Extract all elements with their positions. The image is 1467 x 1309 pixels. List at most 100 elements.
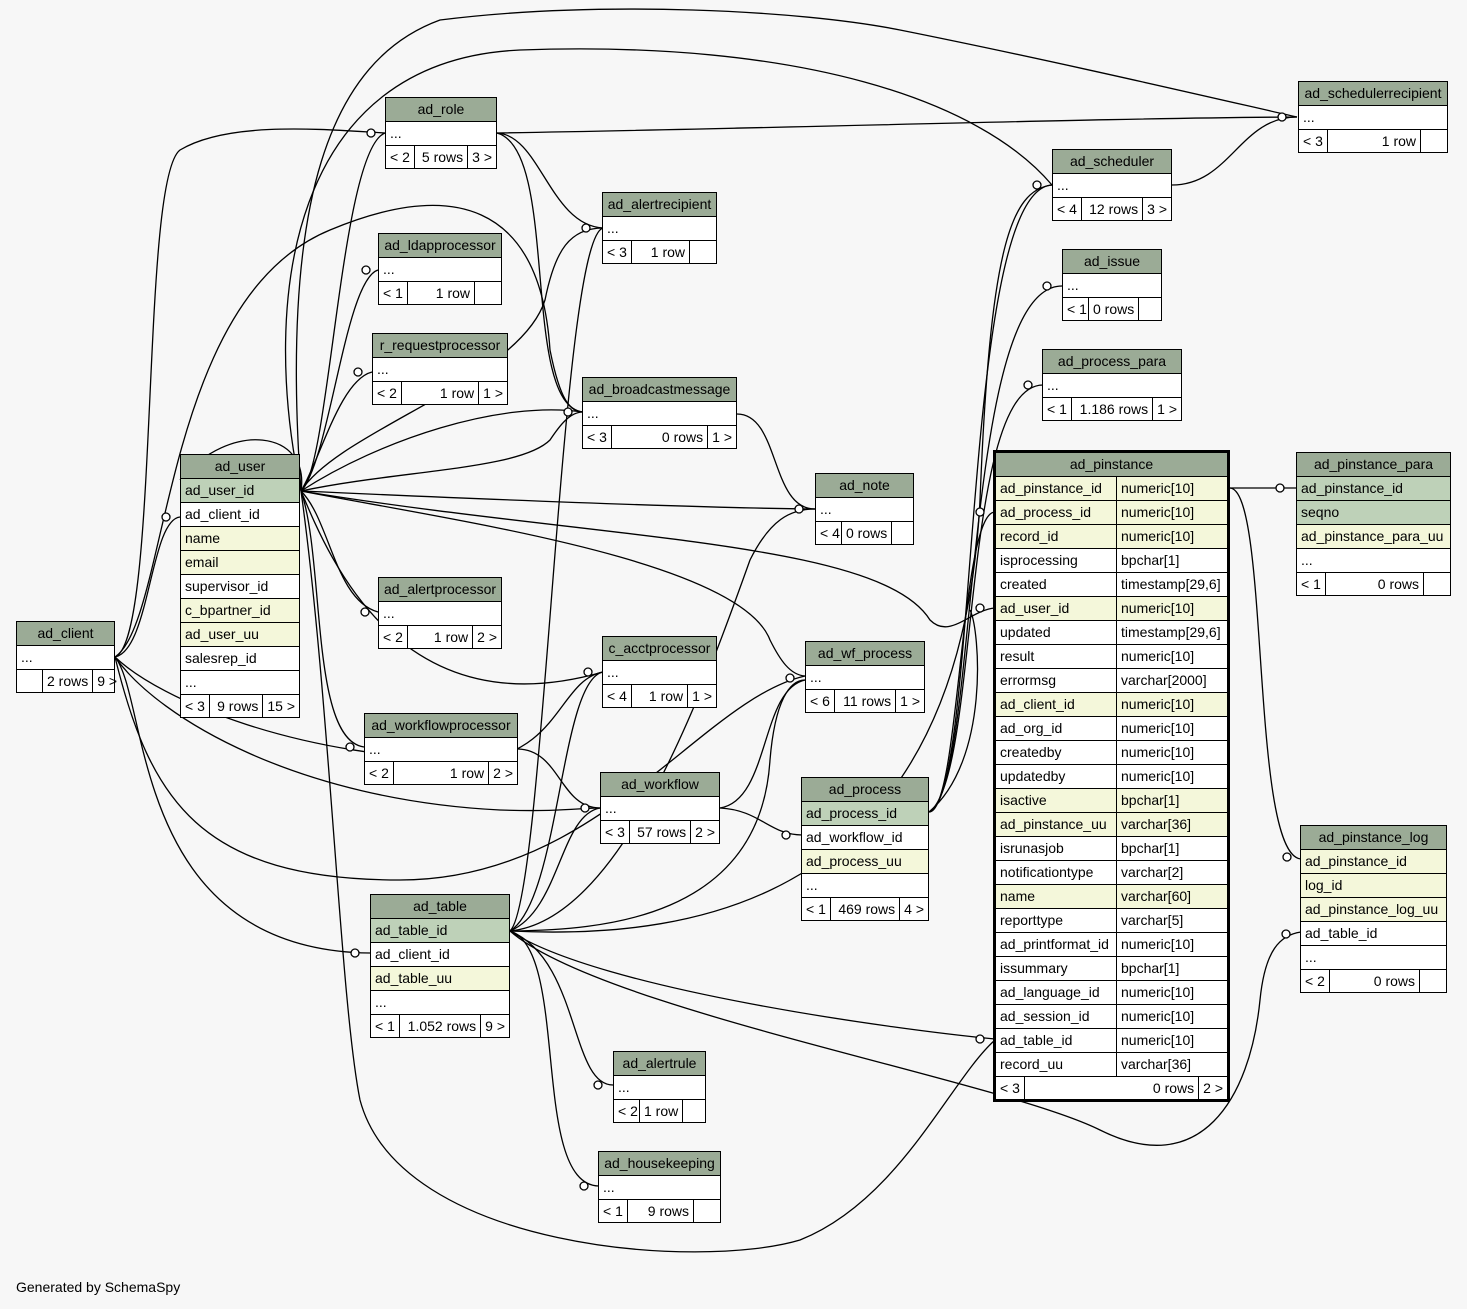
parents-link[interactable]: < 2 [614, 1100, 640, 1122]
children-link[interactable]: 1 > [1157, 401, 1177, 417]
parents-link[interactable]: < 1 [379, 282, 408, 304]
children-link[interactable] [694, 1200, 720, 1222]
column-row: supervisor_id [181, 575, 299, 599]
row-count: 0 rows [842, 522, 893, 544]
children-link[interactable] [1424, 573, 1450, 595]
children-link[interactable]: 2 > [477, 629, 497, 645]
column-row: ... [614, 1076, 705, 1100]
children-link[interactable]: 9 > [485, 1018, 505, 1034]
children-link[interactable]: 15 > [267, 698, 295, 714]
column-name: ad_client_id [375, 946, 450, 962]
column-name: ... [806, 877, 818, 893]
parents-link[interactable]: < 2 [386, 146, 415, 168]
parents-link[interactable] [17, 670, 43, 692]
children-link[interactable] [690, 241, 716, 263]
parents-link[interactable]: < 1 [371, 1015, 400, 1037]
column-name: ad_user_uu [185, 626, 259, 642]
parents-link[interactable]: < 2 [373, 382, 402, 404]
children-link[interactable]: 2 > [1203, 1080, 1223, 1096]
children-link[interactable] [1420, 970, 1446, 992]
parents-link[interactable]: < 1 [1043, 398, 1072, 420]
parents-link[interactable]: < 2 [365, 762, 394, 784]
children-link[interactable] [1421, 130, 1447, 152]
parents-link[interactable]: < 3 [601, 821, 630, 843]
column-name: ad_table_uu [375, 970, 453, 986]
parents-link[interactable]: < 3 [583, 426, 612, 448]
column-row: c_bpartner_id [181, 599, 299, 623]
parents-link[interactable]: < 3 [996, 1077, 1025, 1099]
column-type: bpchar[1] [1116, 789, 1227, 812]
parents-link[interactable]: < 3 [181, 695, 210, 717]
parents-link[interactable]: < 1 [1063, 298, 1089, 320]
column-row: ... [802, 874, 928, 898]
parents-link[interactable]: < 4 [1053, 198, 1082, 220]
column-name: ad_pinstance_id [1305, 853, 1407, 869]
parents-link[interactable]: < 3 [603, 241, 632, 263]
children-link[interactable]: 3 > [1147, 201, 1167, 217]
column-name: isactive [1000, 792, 1047, 808]
children-link[interactable] [892, 522, 918, 544]
column-type: varchar[36] [1116, 1053, 1227, 1076]
parents-link[interactable]: < 1 [1297, 573, 1326, 595]
parents-link[interactable]: < 3 [1299, 130, 1328, 152]
children-link[interactable]: 1 > [692, 688, 712, 704]
table-title: ad_schedulerrecipient [1299, 82, 1447, 106]
parents-link[interactable]: < 1 [802, 898, 831, 920]
table-title: ad_note [816, 474, 913, 498]
column-row: ... [379, 258, 501, 282]
row-count: 9 rows [210, 695, 264, 717]
parents-link[interactable]: < 4 [603, 685, 632, 707]
children-link[interactable] [683, 1100, 709, 1122]
children-link[interactable]: 3 > [472, 149, 492, 165]
children-link[interactable]: 9 > [97, 673, 118, 689]
parents-link[interactable]: < 2 [379, 626, 408, 648]
children-link[interactable] [475, 282, 501, 304]
parents-link[interactable]: < 4 [816, 522, 842, 544]
column-name: ad_language_id [1000, 984, 1100, 1000]
parents-link[interactable]: < 2 [1301, 970, 1330, 992]
column-row: ad_table_id [1301, 922, 1446, 946]
children-link[interactable]: 1 > [483, 385, 503, 401]
parents-link[interactable]: < 1 [599, 1200, 628, 1222]
children-link[interactable]: 2 > [493, 765, 513, 781]
table-title: ad_pinstance [996, 453, 1227, 477]
children-link[interactable]: 1 > [712, 429, 732, 445]
column-type: timestamp[29,6] [1116, 573, 1227, 596]
column-name: ... [390, 125, 402, 141]
children-link[interactable]: 4 > [904, 901, 924, 917]
column-name: ad_process_uu [806, 853, 902, 869]
children-link[interactable]: 2 > [695, 824, 715, 840]
children-link[interactable]: 1 > [900, 693, 920, 709]
children-link[interactable] [1139, 298, 1165, 320]
parents-link[interactable]: < 6 [806, 690, 835, 712]
